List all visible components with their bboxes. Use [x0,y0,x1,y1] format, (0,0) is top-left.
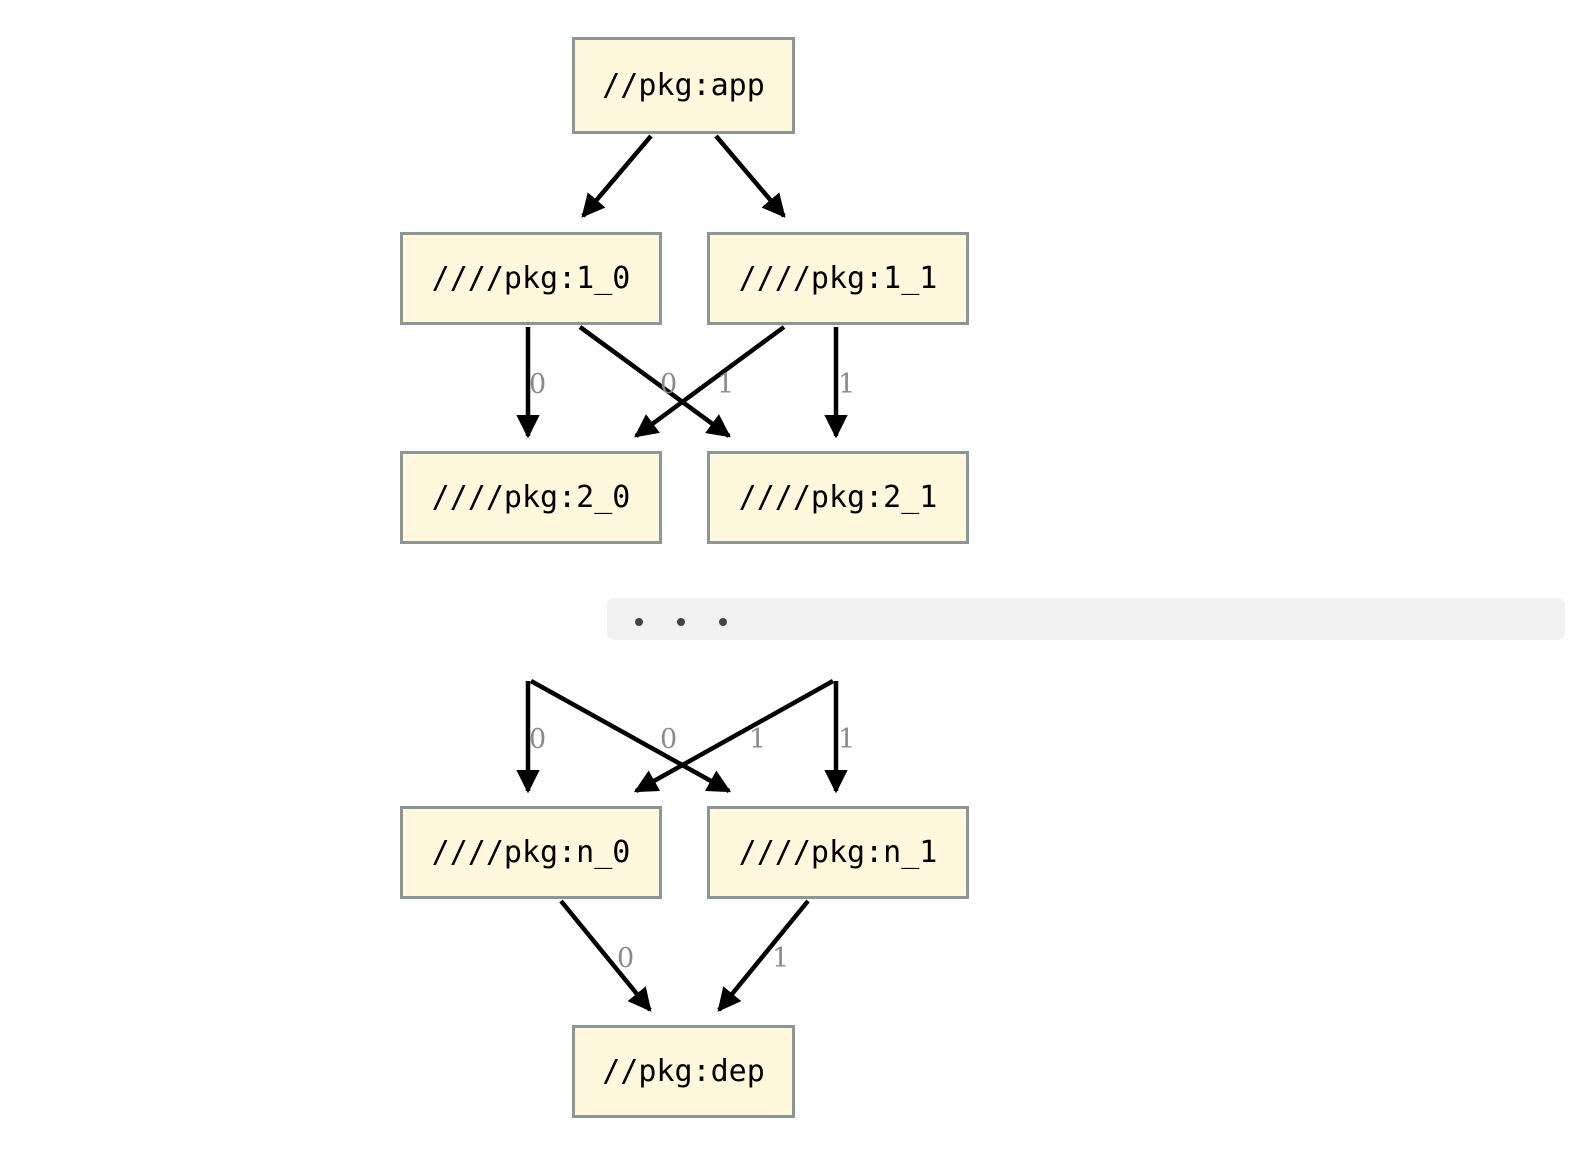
edge-label-truncated-to-n_1: 1 [838,724,856,755]
edge-label-truncated-to-n_0: 0 [529,724,547,755]
node-pkg-n-1-label: ////pkg:n_1 [738,835,938,870]
node-pkg-1-0[interactable]: ////pkg:1_0 [400,232,662,325]
node-dep[interactable]: //pkg:dep [572,1025,795,1118]
edge-label-1_1-to-2_1: 1 [838,369,856,400]
node-dep-label: //pkg:dep [602,1054,765,1089]
truncation-separator [607,598,1565,640]
node-pkg-n-0[interactable]: ////pkg:n_0 [400,806,662,899]
edge-label-truncated-to-n_1-diagonal: 1 [749,724,767,755]
node-pkg-2-0[interactable]: ////pkg:2_0 [400,451,662,544]
edge-1_1-to-2_0 [634,325,786,438]
node-pkg-1-1[interactable]: ////pkg:1_1 [707,232,969,325]
edge-truncated-to-n_0-diagonal [633,679,835,793]
node-app[interactable]: //pkg:app [572,37,795,134]
edge-1_0-to-2_1 [578,325,731,438]
node-pkg-2-1[interactable]: ////pkg:2_1 [707,451,969,544]
edge-label-n_0-to-dep: 0 [617,943,635,974]
edge-n_1-to-dep [717,899,810,1012]
edge-label-1_0-to-2_1: 1 [717,369,735,400]
edge-label-n_1-to-dep: 1 [772,943,790,974]
edge-app-to-1_1 [714,134,786,218]
node-pkg-n-0-label: ////pkg:n_0 [431,835,631,870]
node-pkg-2-1-label: ////pkg:2_1 [738,480,938,515]
edge-label-truncated-to-n_0-diagonal: 0 [660,724,678,755]
edge-label-1_0-to-2_0: 0 [529,369,547,400]
node-pkg-1-1-label: ////pkg:1_1 [738,261,938,296]
edge-label-1_1-to-2_0: 0 [660,369,678,400]
ellipsis-dot-2 [677,618,685,626]
node-pkg-n-1[interactable]: ////pkg:n_1 [707,806,969,899]
node-pkg-2-0-label: ////pkg:2_0 [431,480,631,515]
ellipsis-dot-1 [635,618,643,626]
edge-truncated-to-n_1-diagonal [529,679,732,793]
node-app-label: //pkg:app [602,68,765,103]
node-pkg-1-0-label: ////pkg:1_0 [431,261,631,296]
ellipsis-dot-3 [719,618,727,626]
edge-n_0-to-dep [559,899,652,1012]
edge-app-to-1_0 [581,134,653,218]
